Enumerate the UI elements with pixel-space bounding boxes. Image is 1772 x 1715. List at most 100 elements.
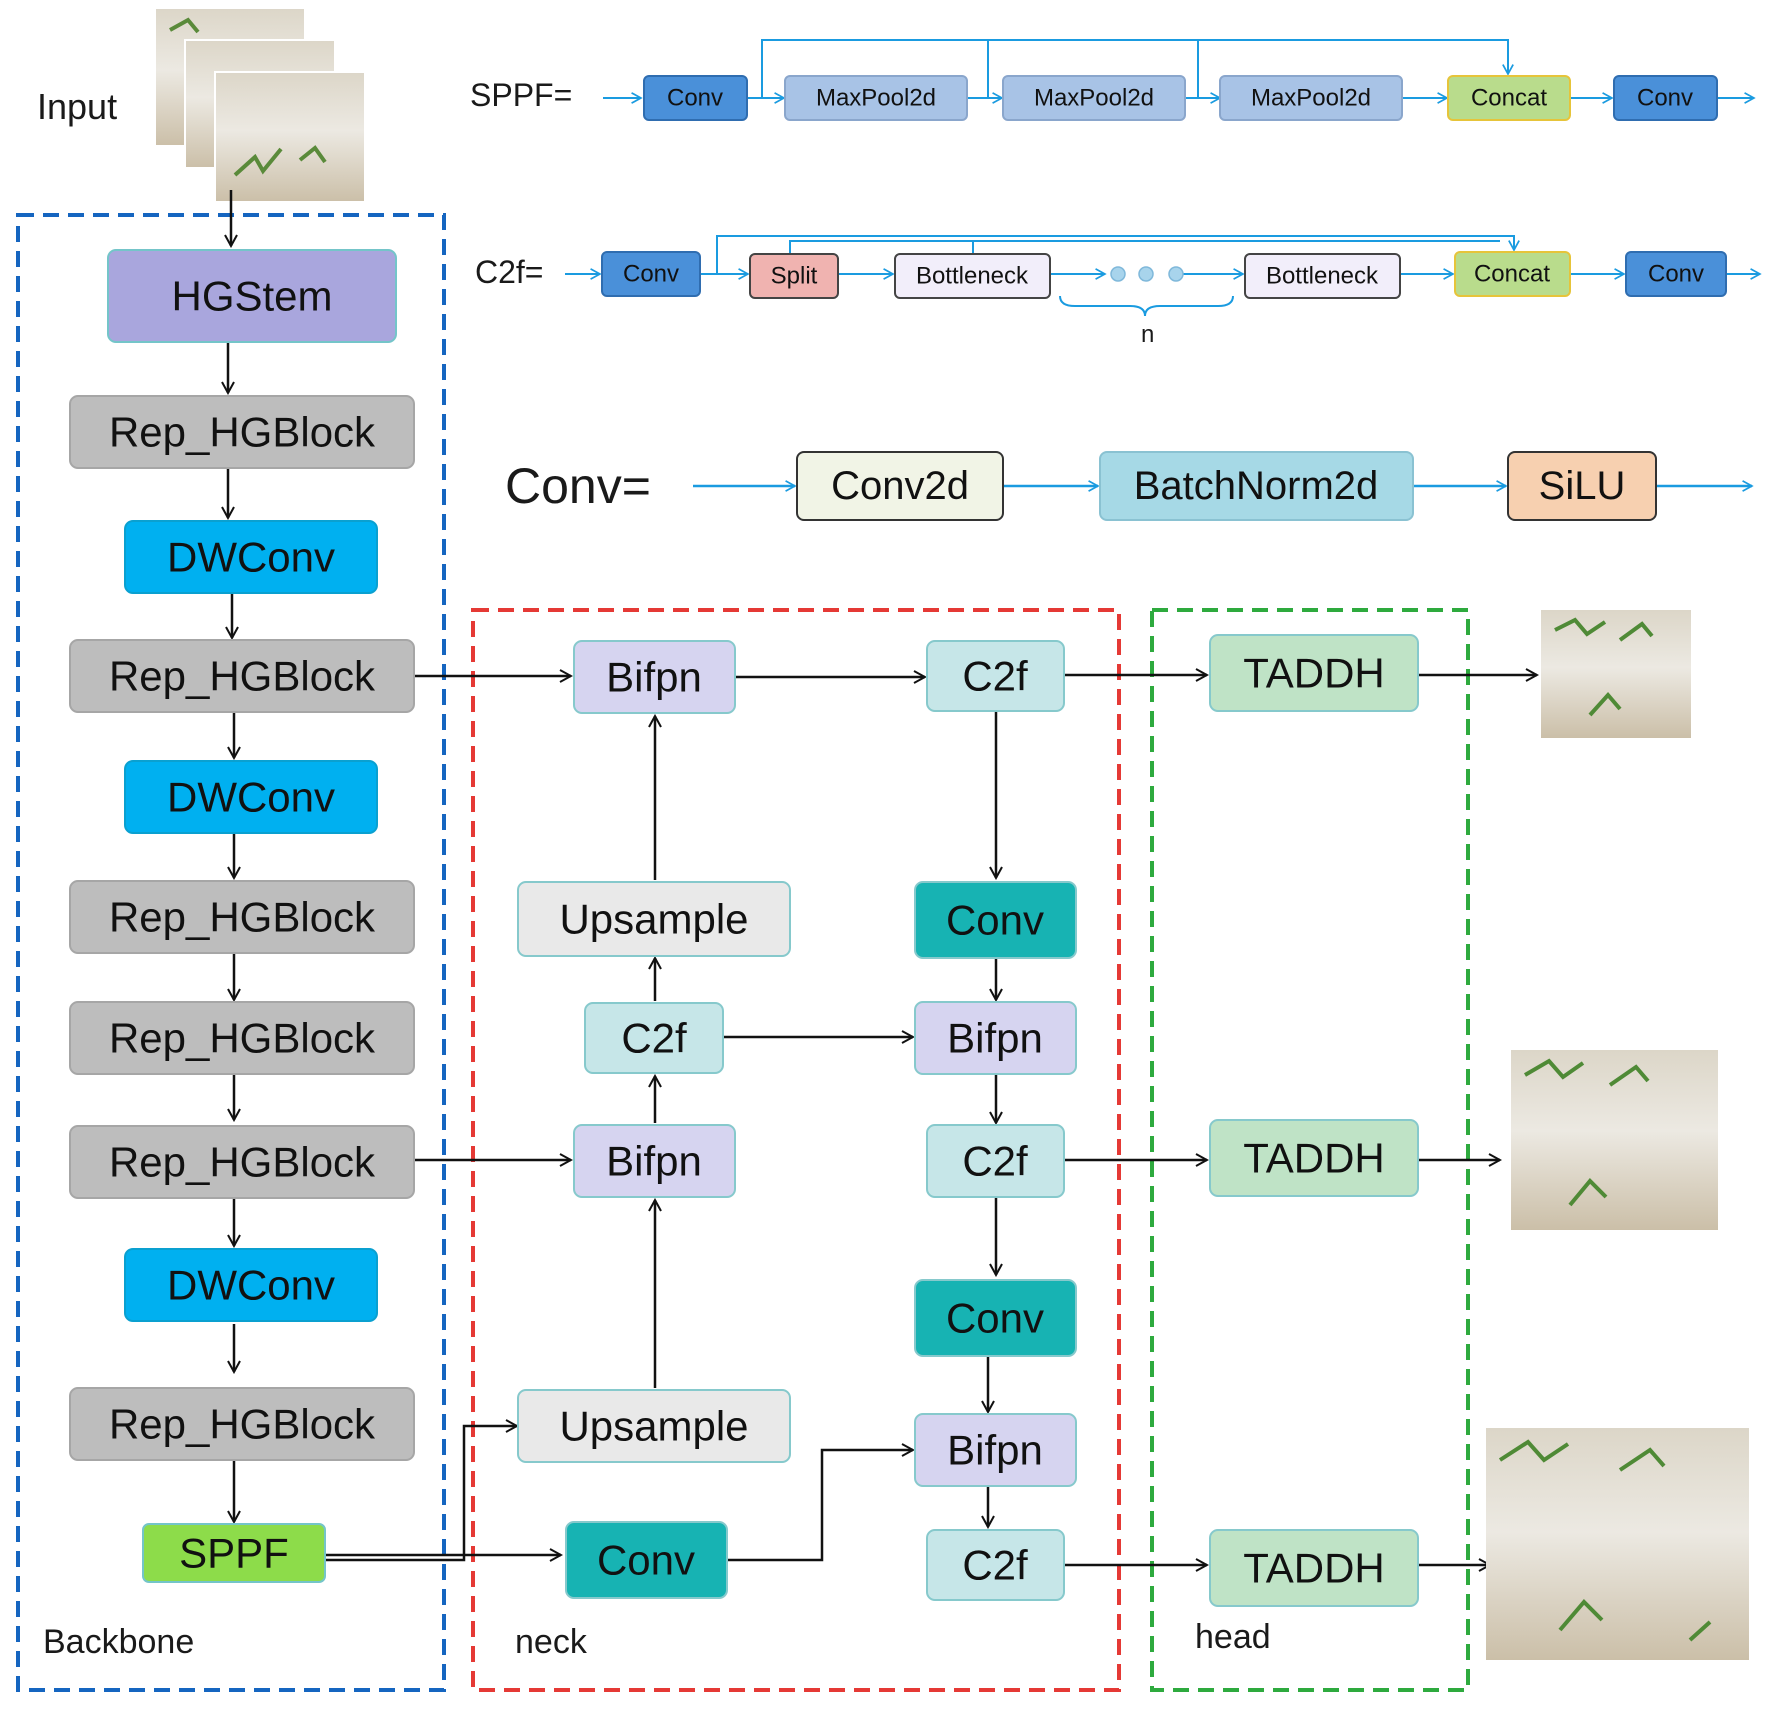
svg-text:DWConv: DWConv [167, 774, 335, 821]
head-taddh-2: TADDH [1209, 1119, 1419, 1197]
svg-text:Rep_HGBlock: Rep_HGBlock [109, 1015, 376, 1062]
sppf-conv-1: Conv [643, 75, 748, 121]
svg-text:Concat: Concat [1474, 261, 1550, 288]
svg-text:SPPF: SPPF [179, 1530, 289, 1577]
backbone-label: Backbone [43, 1623, 194, 1661]
svg-text:Conv: Conv [946, 897, 1044, 944]
c2f-bottleneck-n: Bottleneck [1244, 253, 1401, 299]
svg-text:Bifpn: Bifpn [606, 654, 702, 701]
svg-text:TADDH: TADDH [1243, 650, 1385, 697]
svg-text:Rep_HGBlock: Rep_HGBlock [109, 409, 376, 456]
svg-text:MaxPool2d: MaxPool2d [1034, 85, 1154, 112]
svg-text:HGStem: HGStem [171, 273, 332, 320]
c2f-conv-1: Conv [601, 251, 701, 297]
dwconv-3: DWConv [124, 1248, 378, 1322]
neck-c2f-p3: C2f [926, 640, 1065, 712]
svg-text:Bifpn: Bifpn [947, 1015, 1043, 1062]
svg-text:Rep_HGBlock: Rep_HGBlock [109, 1401, 376, 1448]
svg-text:C2f: C2f [962, 1542, 1028, 1589]
input-image-stack-icon [154, 7, 366, 203]
rep-hgblock-3: Rep_HGBlock [69, 880, 415, 954]
svg-text:MaxPool2d: MaxPool2d [1251, 85, 1371, 112]
svg-text:Conv: Conv [1637, 85, 1693, 112]
rep-hgblock-1: Rep_HGBlock [69, 395, 415, 469]
head-taddh-3: TADDH [1209, 1529, 1419, 1607]
neck-bifpn-top: Bifpn [573, 640, 736, 714]
sppf-conv-2: Conv [1613, 75, 1718, 121]
input-label: Input [37, 86, 117, 127]
sppf-eq-label: SPPF= [470, 77, 572, 113]
svg-text:DWConv: DWConv [167, 1262, 335, 1309]
rep-hgblock-5: Rep_HGBlock [69, 1125, 415, 1199]
ellipsis-dots-icon [1110, 266, 1184, 282]
neck-bifpn-mid: Bifpn [573, 1124, 736, 1198]
sppf-maxpool2d-2: MaxPool2d [1002, 75, 1186, 121]
svg-text:Bifpn: Bifpn [947, 1427, 1043, 1474]
svg-text:Bottleneck: Bottleneck [1266, 263, 1379, 290]
conv-eq-label: Conv= [505, 458, 651, 514]
c2f-concat: Concat [1454, 251, 1571, 297]
svg-text:Rep_HGBlock: Rep_HGBlock [109, 1139, 376, 1186]
c2f-bottleneck-1: Bottleneck [894, 253, 1051, 299]
head-label: head [1195, 1618, 1271, 1656]
svg-text:Upsample: Upsample [559, 896, 748, 943]
rep-hgblock-2: Rep_HGBlock [69, 639, 415, 713]
svg-text:Conv: Conv [1648, 261, 1704, 288]
svg-text:C2f: C2f [621, 1015, 687, 1062]
neck-c2f-p4: C2f [926, 1124, 1065, 1198]
svg-text:Conv: Conv [623, 261, 679, 288]
svg-text:Bottleneck: Bottleneck [916, 263, 1029, 290]
sppf-block: SPPF [142, 1523, 326, 1583]
svg-text:C2f: C2f [962, 653, 1028, 700]
output-detection-image-icon [1511, 1050, 1718, 1230]
head-group [1150, 608, 1470, 1692]
svg-text:Concat: Concat [1471, 85, 1547, 112]
neck-bifpn-p5: Bifpn [914, 1413, 1077, 1487]
c2f-conv-2: Conv [1625, 251, 1727, 297]
svg-text:Upsample: Upsample [559, 1403, 748, 1450]
conv-def-batchnorm2d: BatchNorm2d [1099, 451, 1414, 521]
neck-c2f-p5: C2f [926, 1529, 1065, 1601]
hgstem-block: HGStem [107, 249, 397, 343]
sppf-maxpool2d-3: MaxPool2d [1219, 75, 1403, 121]
conv-def-conv2d: Conv2d [796, 451, 1004, 521]
neck-conv-2: Conv [914, 1279, 1077, 1357]
rep-hgblock-6: Rep_HGBlock [69, 1387, 415, 1461]
svg-text:DWConv: DWConv [167, 534, 335, 581]
neck-group [471, 608, 1121, 1692]
svg-text:BatchNorm2d: BatchNorm2d [1134, 464, 1379, 508]
sppf-concat: Concat [1447, 75, 1571, 121]
svg-text:Rep_HGBlock: Rep_HGBlock [109, 653, 376, 700]
svg-text:SiLU: SiLU [1539, 464, 1626, 508]
svg-text:C2f: C2f [962, 1138, 1028, 1185]
svg-text:TADDH: TADDH [1243, 1545, 1385, 1592]
neck-conv-bottom: Conv [565, 1521, 728, 1599]
sppf-maxpool2d-1: MaxPool2d [784, 75, 968, 121]
rep-hgblock-4: Rep_HGBlock [69, 1001, 415, 1075]
output-detection-image-icon [1486, 1428, 1749, 1660]
n-label: n [1141, 321, 1154, 348]
neck-conv-1: Conv [914, 881, 1077, 959]
conv-def-silu: SiLU [1507, 451, 1657, 521]
svg-text:Bifpn: Bifpn [606, 1138, 702, 1185]
neck-bifpn-p4: Bifpn [914, 1001, 1077, 1075]
head-taddh-1: TADDH [1209, 634, 1419, 712]
svg-text:MaxPool2d: MaxPool2d [816, 85, 936, 112]
svg-text:Split: Split [771, 263, 818, 290]
sppf-definition-lines [603, 39, 1754, 98]
svg-text:TADDH: TADDH [1243, 1135, 1385, 1182]
svg-text:Rep_HGBlock: Rep_HGBlock [109, 894, 376, 941]
output-detection-image-icon [1541, 610, 1691, 738]
svg-text:Conv2d: Conv2d [831, 464, 969, 508]
neck-upsample-top: Upsample [517, 881, 791, 957]
c2f-eq-label: C2f= [475, 254, 543, 290]
c2f-split: Split [749, 253, 839, 299]
svg-text:Conv: Conv [597, 1537, 695, 1584]
dwconv-2: DWConv [124, 760, 378, 834]
c2f-definition-lines [565, 235, 1760, 317]
main-flow-arrows [228, 190, 1537, 1565]
neck-c2f-mid: C2f [584, 1002, 724, 1074]
svg-text:Conv: Conv [946, 1295, 1044, 1342]
svg-text:Conv: Conv [667, 85, 723, 112]
